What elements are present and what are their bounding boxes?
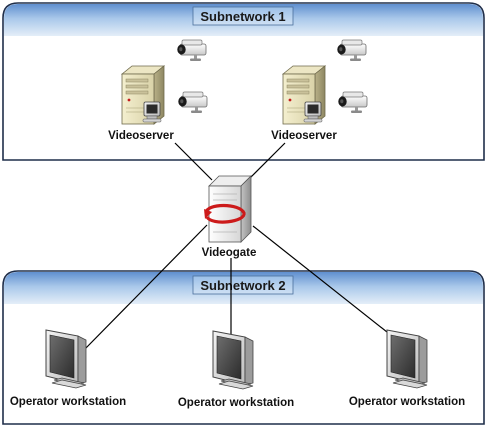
videoserver-2-label: Videoserver xyxy=(271,130,337,142)
videoserver-1-label: Videoserver xyxy=(108,130,174,142)
workstation-1: Operator workstation xyxy=(10,329,126,408)
video-gateway-icon xyxy=(204,175,252,243)
server-tower-icon xyxy=(282,65,326,125)
link-videoserver-1-to-videogate xyxy=(174,142,213,181)
videoserver-1: Videoserver xyxy=(108,39,208,142)
link-videogate-to-workstation-1 xyxy=(83,224,208,351)
videogate-label: Videogate xyxy=(202,247,257,259)
link-videoserver-2-to-videogate xyxy=(247,142,286,181)
videoserver-2: Videoserver xyxy=(271,39,368,142)
workstation-2-label: Operator workstation xyxy=(178,397,294,409)
workstation-3: Operator workstation xyxy=(349,329,465,408)
videogate: Videogate xyxy=(202,175,257,259)
workstation-2: Operator workstation xyxy=(178,330,294,409)
subnetwork-2-title: Subnetwork 2 xyxy=(200,278,285,293)
subnetwork-1-panel: Subnetwork 1 xyxy=(2,2,485,161)
workstation-1-label: Operator workstation xyxy=(10,396,126,408)
server-tower-icon xyxy=(121,65,165,125)
subnetwork-1-title: Subnetwork 1 xyxy=(200,9,285,24)
workstation-3-label: Operator workstation xyxy=(349,396,465,408)
connections xyxy=(83,142,393,351)
link-videogate-to-workstation-3 xyxy=(252,225,393,337)
